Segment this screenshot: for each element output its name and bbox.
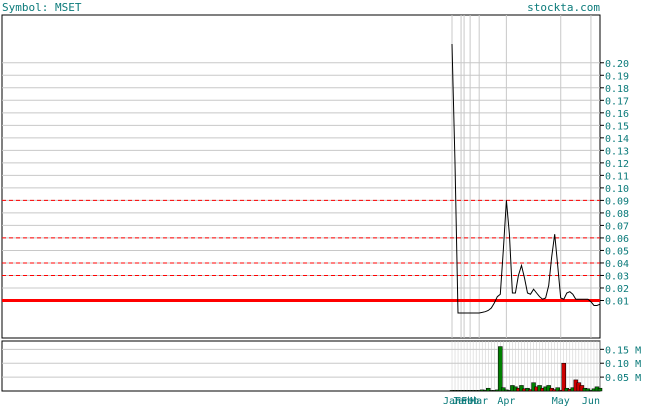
price-panel: 0.010.02 0.030.04 0.050.06 0.070.08 0.090.10… (1, 14, 629, 339)
price-tick-label: 0.18 (605, 84, 629, 95)
price-tick-label: 0.15 (605, 121, 629, 132)
price-tick-label: 0.03 (605, 271, 629, 282)
volume-bar (519, 385, 524, 392)
volume-bar (597, 387, 603, 392)
price-tick-label: 0.01 (605, 296, 629, 307)
price-tick-label: 0.04 (605, 259, 629, 270)
x-tick-label: Jan (452, 396, 470, 406)
x-tick-label: Apr (497, 396, 515, 406)
price-tick-label: 0.11 (605, 171, 629, 182)
price-tick-label: 0.20 (605, 59, 629, 70)
volume-bar (485, 387, 491, 392)
volume-bar (501, 387, 506, 392)
price-tick-label: 0.14 (605, 134, 629, 145)
volume-bar (585, 388, 591, 392)
volume-tick-label: 0.15 M (605, 345, 641, 356)
price-tick-label: 0.08 (605, 209, 629, 220)
site-label: stockta.com (527, 1, 600, 14)
price-tick-label: 0.06 (605, 234, 629, 245)
price-tick-label: 0.09 (605, 196, 629, 207)
volume-panel-frame (1, 340, 601, 392)
price-vertical-grid (451, 15, 592, 338)
price-tick-label: 0.17 (605, 96, 629, 107)
x-tick-label: Jan (443, 396, 461, 406)
volume-bar (498, 346, 503, 392)
volume-bars (449, 346, 603, 392)
price-tick-label: 0.12 (605, 159, 629, 170)
x-tick-label: Mar (470, 396, 488, 406)
volume-tick-label: 0.10 M (605, 359, 641, 370)
volume-tick-label: 0.05 M (605, 373, 641, 384)
price-panel-frame (1, 14, 601, 339)
price-tick-label: 0.05 (605, 246, 629, 257)
x-tick-label: Feb (455, 396, 473, 406)
x-tick-label: Jun (582, 396, 600, 406)
volume-axis-ticks: 0.05 M 0.10 M 0.15 M (600, 345, 641, 384)
x-tick-label: Feb (461, 396, 479, 406)
price-tick-label: 0.13 (605, 146, 629, 157)
price-tick-label: 0.16 (605, 109, 629, 120)
volume-bar (555, 387, 560, 392)
price-tick-label: 0.02 (605, 284, 629, 295)
price-line (451, 43, 601, 314)
symbol-label: Symbol: MSET (2, 1, 82, 14)
price-axis-ticks: 0.010.02 0.030.04 0.050.06 0.070.08 0.090.10… (600, 59, 629, 307)
price-tick-label: 0.07 (605, 221, 629, 232)
price-tick-label: 0.10 (605, 184, 629, 195)
volume-bar (561, 362, 567, 392)
price-tick-label: 0.19 (605, 71, 629, 82)
support-resistance-lines (2, 199, 600, 302)
volume-panel: 0.05 M 0.10 M 0.15 M (1, 340, 641, 392)
x-tick-label: May (552, 396, 570, 406)
